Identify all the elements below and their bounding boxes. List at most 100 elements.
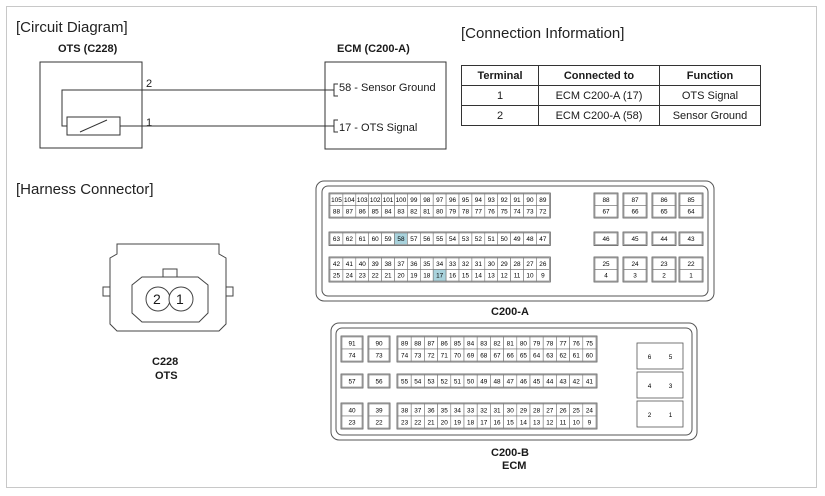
pin-number: 9 — [588, 419, 592, 426]
pin-number: 51 — [454, 378, 462, 385]
pin-number: 44 — [546, 378, 554, 385]
pin-number: 24 — [631, 261, 639, 268]
pin-number: 70 — [454, 352, 462, 359]
pin-cell — [623, 232, 647, 245]
header-connected-to: Connected to — [538, 65, 660, 86]
pin-cell — [341, 348, 363, 362]
pin-cell — [368, 374, 390, 388]
pin-number: 24 — [346, 273, 354, 280]
pin-number: 19 — [454, 419, 462, 426]
pin-number: 78 — [462, 209, 470, 216]
pin-number: 37 — [414, 407, 422, 414]
wire-pin-2 — [61, 89, 334, 127]
pin-number: 28 — [513, 261, 521, 268]
pin-number: 25 — [573, 407, 581, 414]
pin-number: 6 — [648, 354, 652, 361]
pin-number: 23 — [348, 419, 356, 426]
pin-number: 75 — [586, 340, 594, 347]
pin-number: 47 — [539, 236, 547, 243]
c228-pin-1-cavity — [168, 286, 194, 312]
pin-number: 26 — [559, 407, 567, 414]
pin-number: 20 — [397, 273, 405, 280]
pin-number: 91 — [348, 340, 356, 347]
pin-number: 101 — [383, 197, 394, 204]
pin-number: 38 — [384, 261, 392, 268]
pin-number: 83 — [397, 209, 405, 216]
pin-number: 13 — [488, 273, 496, 280]
pin-number: 47 — [507, 378, 515, 385]
pin-number: 17 — [480, 419, 488, 426]
table-row: 2 ECM C200-A (58) Sensor Ground — [461, 105, 761, 126]
pin-cell — [341, 374, 363, 388]
pin-number: 3 — [633, 273, 637, 280]
pin-number: 15 — [507, 419, 515, 426]
pin-number: 14 — [520, 419, 528, 426]
pin-number: 31 — [475, 261, 483, 268]
ecm-pin-58-label: 58 - Sensor Ground — [339, 82, 436, 94]
pin-number: 77 — [475, 209, 483, 216]
pin-number: 71 — [441, 352, 449, 359]
pin-number: 25 — [602, 261, 610, 268]
pin-group — [636, 400, 684, 428]
pin-number: 50 — [467, 378, 475, 385]
pin-number: 22 — [372, 273, 380, 280]
c228-right-tab — [225, 286, 234, 297]
pin-number: 100 — [396, 197, 407, 204]
pin-number: 87 — [346, 209, 354, 216]
pin-number: 23 — [401, 419, 409, 426]
pin-number: 76 — [488, 209, 496, 216]
pin-number: 23 — [359, 273, 367, 280]
pin-cell — [652, 269, 676, 282]
pin-number: 60 — [586, 352, 594, 359]
sensor-connector-name: OTS (C228) — [58, 43, 118, 55]
pin-number: 23 — [660, 261, 668, 268]
pin-number: 42 — [333, 261, 341, 268]
pin-number: 27 — [546, 407, 554, 414]
pin-number: 90 — [526, 197, 534, 204]
pin-number: 34 — [454, 407, 462, 414]
pin-number: 75 — [501, 209, 509, 216]
pin-number: 18 — [423, 273, 431, 280]
pin-cell — [368, 348, 390, 362]
row2-function: Sensor Ground — [659, 105, 761, 126]
pin-number: 39 — [372, 261, 380, 268]
pin-cell — [594, 205, 618, 218]
ecm-box — [324, 61, 447, 150]
pin-number: 35 — [441, 407, 449, 414]
c228-name: C228 — [152, 356, 179, 368]
pin-number: 21 — [384, 273, 392, 280]
pin-number: 15 — [462, 273, 470, 280]
pin-cell — [368, 415, 390, 429]
pin-number: 54 — [414, 378, 422, 385]
pin-number: 97 — [436, 197, 444, 204]
ecm-pin-17-label: 17 - OTS Signal — [339, 122, 418, 134]
pin-number: 58 — [397, 236, 405, 243]
pin-number: 80 — [520, 340, 528, 347]
ecm-connector-name: ECM (C200-A) — [337, 43, 410, 55]
pin-number: 25 — [333, 273, 341, 280]
thermistor-slash — [79, 119, 108, 133]
pin-number: 84 — [467, 340, 475, 347]
pin-number: 13 — [533, 419, 541, 426]
pin-number: 95 — [462, 197, 470, 204]
pin-number: 67 — [493, 352, 501, 359]
pin-number: 22 — [414, 419, 422, 426]
c200a-label: C200-A — [491, 306, 529, 318]
pin-number: 53 — [462, 236, 470, 243]
pin-number: 48 — [493, 378, 501, 385]
pin-number: 91 — [513, 197, 521, 204]
pin-number: 72 — [427, 352, 435, 359]
pin-number: 16 — [493, 419, 501, 426]
pin-number: 29 — [520, 407, 528, 414]
pin-number: 31 — [493, 407, 501, 414]
pin-number: 72 — [539, 209, 547, 216]
pin-number: 80 — [436, 209, 444, 216]
pin-number: 93 — [488, 197, 496, 204]
pin-number: 30 — [507, 407, 515, 414]
pin-number: 27 — [526, 261, 534, 268]
sensor-pin-1-label: 1 — [146, 117, 153, 129]
pin-number: 84 — [384, 209, 392, 216]
header-terminal: Terminal — [461, 65, 539, 86]
pin-number: 37 — [397, 261, 405, 268]
